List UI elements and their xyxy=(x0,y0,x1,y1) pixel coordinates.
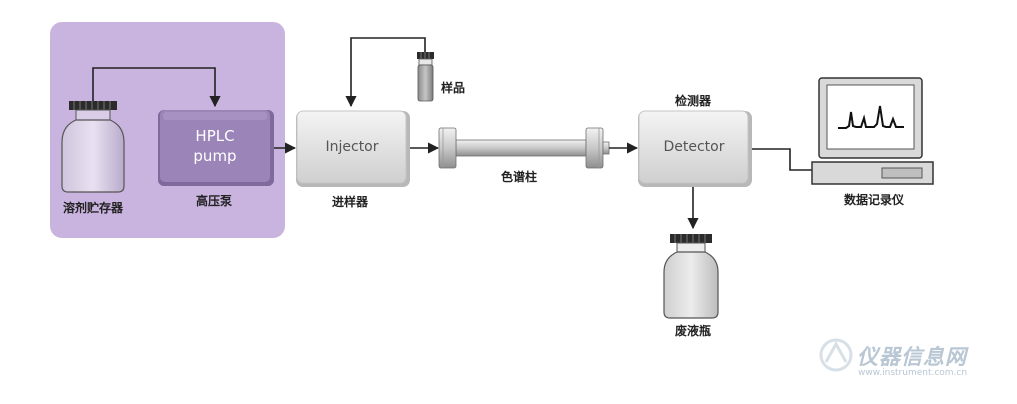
sample-line xyxy=(345,37,426,108)
injector-caption: 进样器 xyxy=(331,195,369,209)
hplc-pump-box xyxy=(158,110,274,186)
injector-label: Injector xyxy=(325,139,379,155)
pump-caption: 高压泵 xyxy=(195,194,233,208)
sample-vial-icon xyxy=(417,52,434,102)
chromatogram-trace-icon xyxy=(838,105,904,129)
data-recorder-computer-icon xyxy=(811,77,934,185)
watermark-url: www.instrument.com.cn xyxy=(858,368,968,378)
injector-box xyxy=(296,110,410,187)
pump-line2-label: pump xyxy=(193,147,237,165)
detector-caption: 检测器 xyxy=(674,94,712,108)
watermark-title: 仪器信息网 xyxy=(857,345,967,369)
detector-box xyxy=(638,110,752,187)
detector-label: Detector xyxy=(663,139,725,155)
column-icon xyxy=(438,127,610,169)
waste-label: 废液瓶 xyxy=(674,324,712,338)
sample-label: 样品 xyxy=(441,81,466,95)
solvent-reservoir-label: 溶剂贮存器 xyxy=(62,201,124,215)
recorder-label: 数据记录仪 xyxy=(843,193,905,207)
solvent-line xyxy=(92,67,221,108)
watermark-logo-icon xyxy=(819,338,853,372)
waste-bottle-icon xyxy=(663,234,719,319)
detector-to-recorder-line xyxy=(752,148,812,171)
column-label: 色谱柱 xyxy=(500,170,538,184)
solvent-reservoir-bottle-icon xyxy=(61,101,125,193)
pump-line1-label: HPLC xyxy=(195,127,235,145)
